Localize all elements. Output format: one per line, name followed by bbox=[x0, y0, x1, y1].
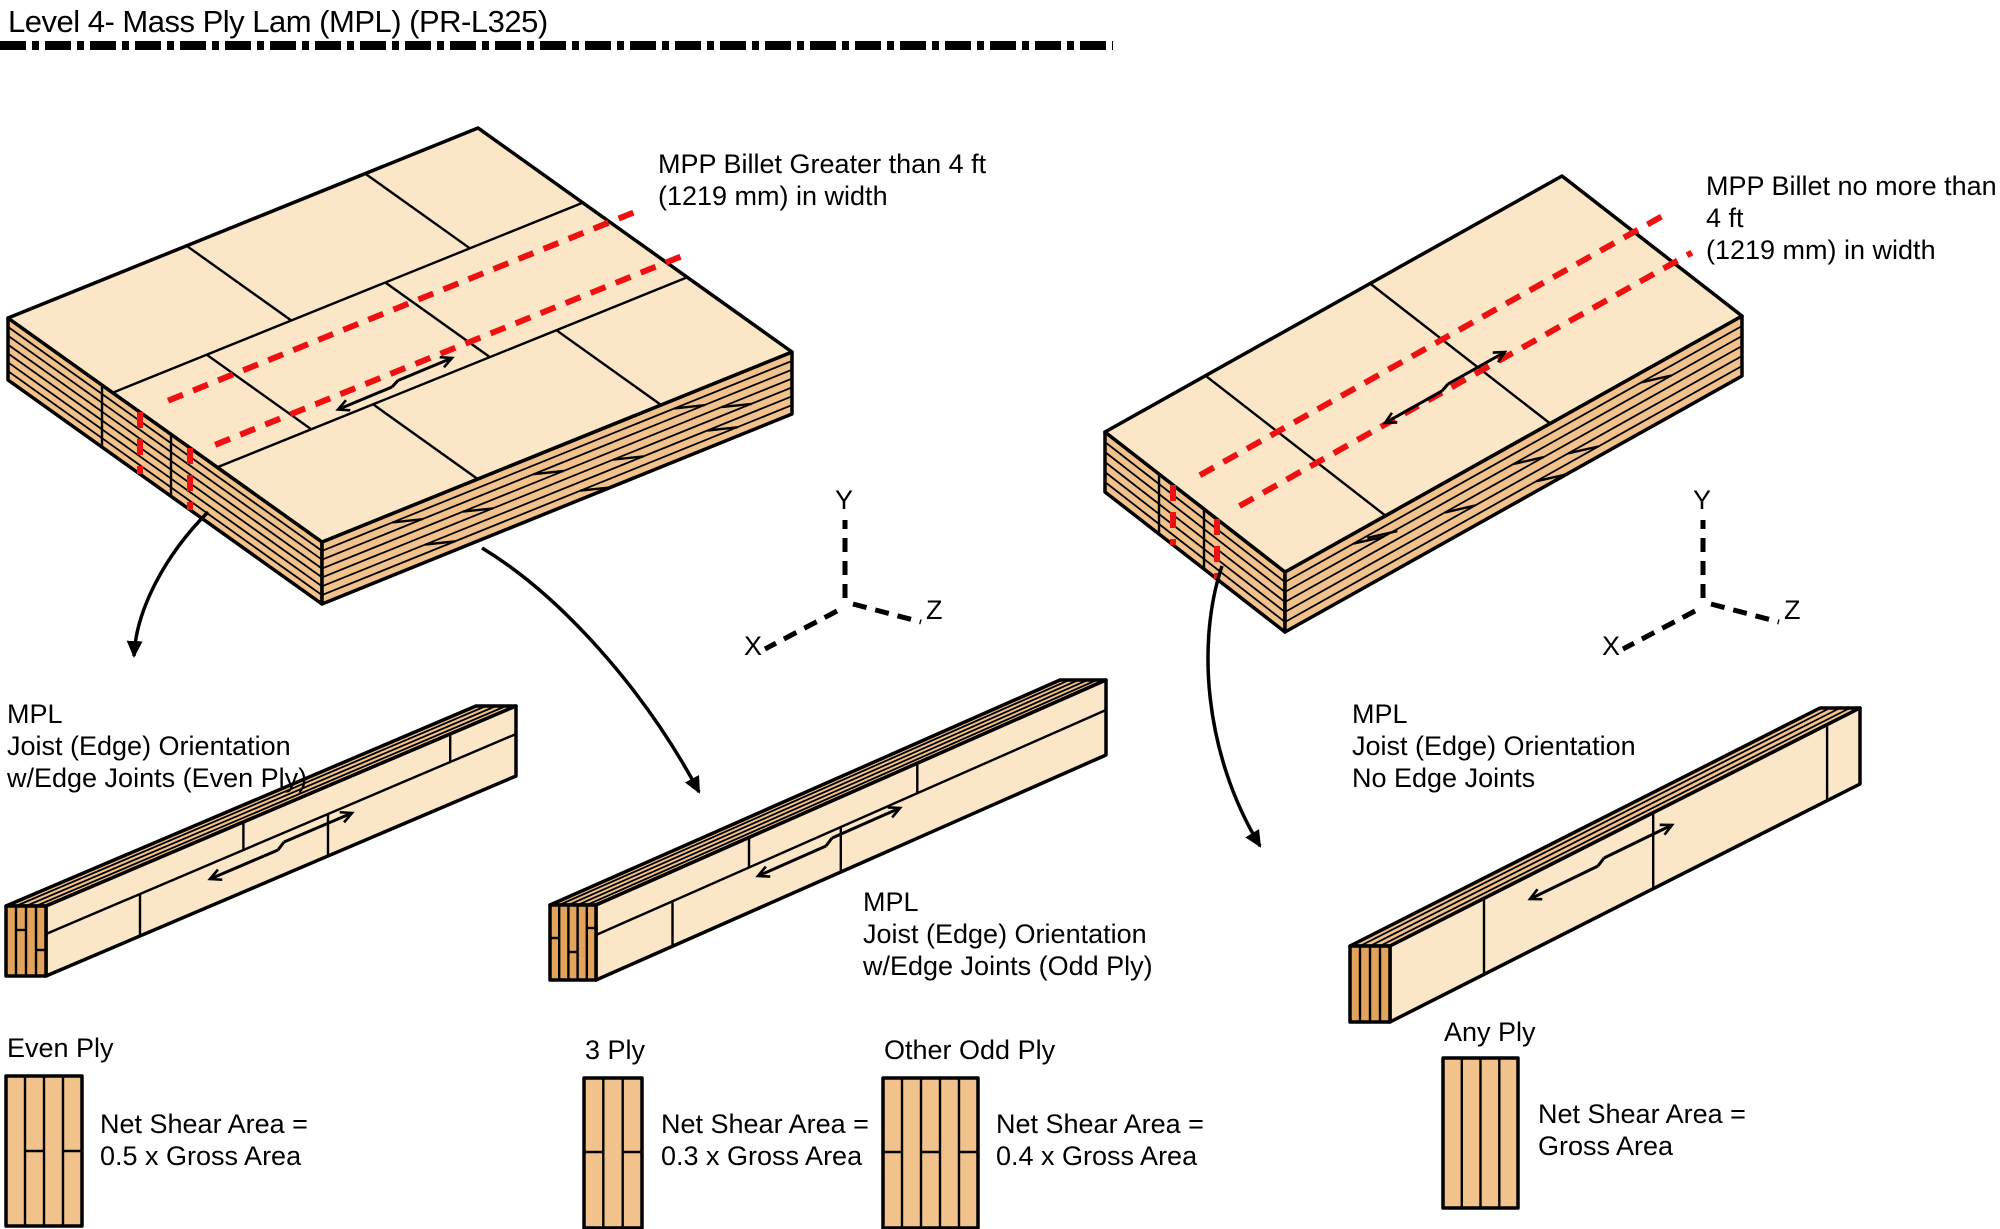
flow-arrow-to-odd-ply-beam bbox=[481, 546, 701, 794]
axis-triad-left bbox=[763, 520, 922, 652]
section-name-any-ply: Any Ply bbox=[1444, 1017, 1536, 1047]
section-formula-3-ply: Net Shear Area = 0.3 x Gross Area bbox=[661, 1109, 869, 1171]
scarf-joint-marks bbox=[392, 402, 752, 546]
cross-section-3-ply bbox=[582, 1076, 644, 1229]
grain-direction-arrow bbox=[1385, 352, 1505, 423]
axis-y-label-right: Y bbox=[1693, 485, 1712, 515]
mpl-beam-odd-ply-illustration bbox=[548, 678, 1108, 982]
grain-direction-arrow bbox=[758, 808, 900, 876]
section-name-3-ply: 3 Ply bbox=[585, 1035, 646, 1065]
section-formula-even-ply: Net Shear Area = 0.5 x Gross Area bbox=[100, 1109, 308, 1171]
grain-direction-arrow bbox=[338, 358, 452, 410]
section-name-other-odd-ply: Other Odd Ply bbox=[884, 1035, 1056, 1065]
section-formula-any-ply: Net Shear Area = Gross Area bbox=[1538, 1099, 1746, 1161]
cross-section-even-ply bbox=[4, 1074, 84, 1228]
rip-cut-lines bbox=[137, 209, 682, 510]
mpp-billet-wide-illustration bbox=[6, 126, 794, 606]
scarf-joint-marks bbox=[1353, 374, 1672, 545]
beam-no-edge-joints-label: MPL Joist (Edge) Orientation No Edge Joi… bbox=[1352, 699, 1636, 793]
flow-arrows bbox=[126, 510, 1262, 848]
flow-arrow-to-even-ply-beam bbox=[126, 510, 210, 658]
section-formula-other-odd-ply: Net Shear Area = 0.4 x Gross Area bbox=[996, 1109, 1204, 1171]
title-dash-dot-rule bbox=[0, 41, 1113, 50]
billet-wide-label: MPP Billet Greater than 4 ft (1219 mm) i… bbox=[658, 149, 987, 211]
grain-direction-arrow bbox=[210, 813, 352, 879]
rip-cut-lines bbox=[1170, 208, 1694, 579]
flow-arrow-to-no-edge-joint-beam bbox=[1206, 565, 1262, 848]
axis-y-label-left: Y bbox=[835, 485, 854, 515]
axis-z-label-right: Z bbox=[1784, 595, 1801, 625]
billet-narrow-label: MPP Billet no more than 4 ft (1219 mm) i… bbox=[1706, 171, 1997, 265]
grain-direction-arrow bbox=[1530, 825, 1672, 899]
mpl-beam-no-edge-joints-illustration bbox=[1348, 706, 1862, 1024]
cross-section-other-odd-ply bbox=[881, 1076, 980, 1229]
axis-z-label-left: Z bbox=[926, 595, 943, 625]
mpl-beam-even-ply-illustration bbox=[4, 704, 518, 978]
beam-even-ply-label: MPL Joist (Edge) Orientation w/Edge Join… bbox=[7, 699, 308, 793]
axis-triad-right bbox=[1621, 520, 1780, 652]
section-name-even-ply: Even Ply bbox=[7, 1033, 114, 1063]
beam-odd-ply-label: MPL Joist (Edge) Orientation w/Edge Join… bbox=[863, 887, 1153, 981]
page-title: Level 4- Mass Ply Lam (MPL) (PR-L325) bbox=[8, 4, 548, 39]
axis-x-label-right: X bbox=[1602, 631, 1621, 661]
axis-x-label-left: X bbox=[744, 631, 763, 661]
mpp-billet-narrow-illustration bbox=[1103, 174, 1744, 634]
cross-section-any-ply bbox=[1441, 1056, 1520, 1210]
